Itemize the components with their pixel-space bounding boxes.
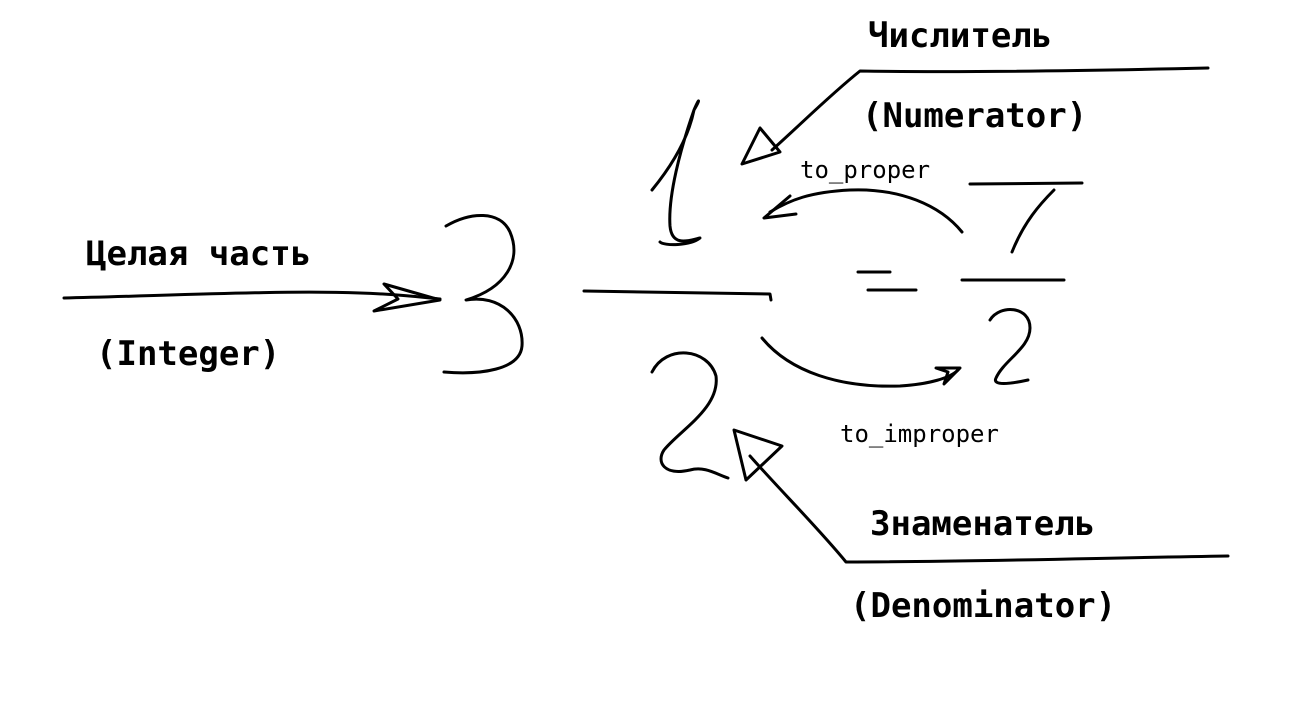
improper-denominator-digit-2 <box>988 308 1032 385</box>
integer-digit-3 <box>442 214 524 375</box>
integer-label-en: (Integer) <box>96 334 281 374</box>
numerator-label-ru: Числитель <box>868 16 1053 56</box>
integer-pointer-line <box>62 290 442 301</box>
to-proper-arrow <box>768 188 964 234</box>
numerator-label-en: (Numerator) <box>862 96 1088 136</box>
to-proper-label: to_proper <box>800 156 931 184</box>
integer-label-ru: Целая часть <box>86 234 312 274</box>
numerator-digit-1 <box>650 99 702 247</box>
to-improper-label: to_improper <box>840 420 999 448</box>
denominator-label-en: (Denominator) <box>850 586 1117 626</box>
denominator-label-ru: Знаменатель <box>870 504 1096 544</box>
denominator-digit-2 <box>650 351 730 480</box>
to-proper-arrowhead <box>762 194 798 220</box>
to-improper-arrow <box>760 336 960 388</box>
denominator-pointer-line <box>748 454 1230 564</box>
integer-arrowhead <box>372 282 442 313</box>
denominator-arrowhead <box>732 428 784 482</box>
to-improper-arrowhead <box>934 366 962 386</box>
numerator-pointer-line <box>770 66 1210 152</box>
mixed-fraction-bar <box>582 289 773 302</box>
improper-numerator-digit-7 <box>968 181 1084 254</box>
numerator-arrowhead <box>740 126 782 166</box>
